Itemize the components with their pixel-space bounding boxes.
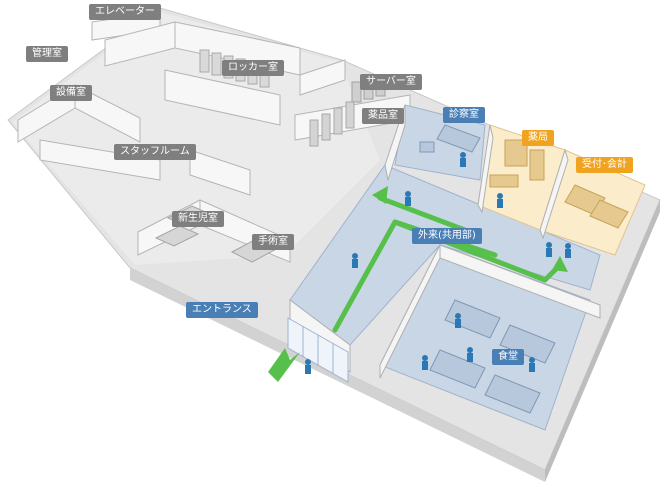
label-outpatient: 外来(共用部) <box>412 228 482 244</box>
label-pharmacy: 薬局 <box>522 130 554 146</box>
people <box>305 152 571 374</box>
route-arrow-reception <box>552 256 568 272</box>
building-right-wall <box>545 200 660 482</box>
entrance-arrow <box>268 348 300 382</box>
label-locker: ロッカー室 <box>222 60 284 76</box>
label-storage: 薬品室 <box>362 108 404 124</box>
label-equipment: 設備室 <box>50 85 92 101</box>
label-elevator: エレベーター <box>89 4 161 20</box>
reception-desks <box>564 184 629 229</box>
cafeteria-tables <box>429 299 556 414</box>
label-server: サーバー室 <box>360 74 422 90</box>
exam-furniture <box>419 124 481 153</box>
label-staff-room: スタッフルーム <box>114 144 196 160</box>
storage-shelves <box>309 101 355 147</box>
label-admin: 管理室 <box>26 46 68 62</box>
label-exam: 診察室 <box>443 107 485 123</box>
label-entrance: エントランス <box>186 302 258 318</box>
label-surgery: 手術室 <box>252 234 294 250</box>
label-reception: 受付･会計 <box>576 157 633 173</box>
entrance-doors <box>287 317 349 383</box>
label-nursery: 新生児室 <box>172 211 224 227</box>
back-zone-floor <box>12 12 380 265</box>
label-cafeteria: 食堂 <box>492 349 524 365</box>
route-arrow-exam <box>372 186 388 204</box>
pharmacy-shelves <box>489 139 545 188</box>
